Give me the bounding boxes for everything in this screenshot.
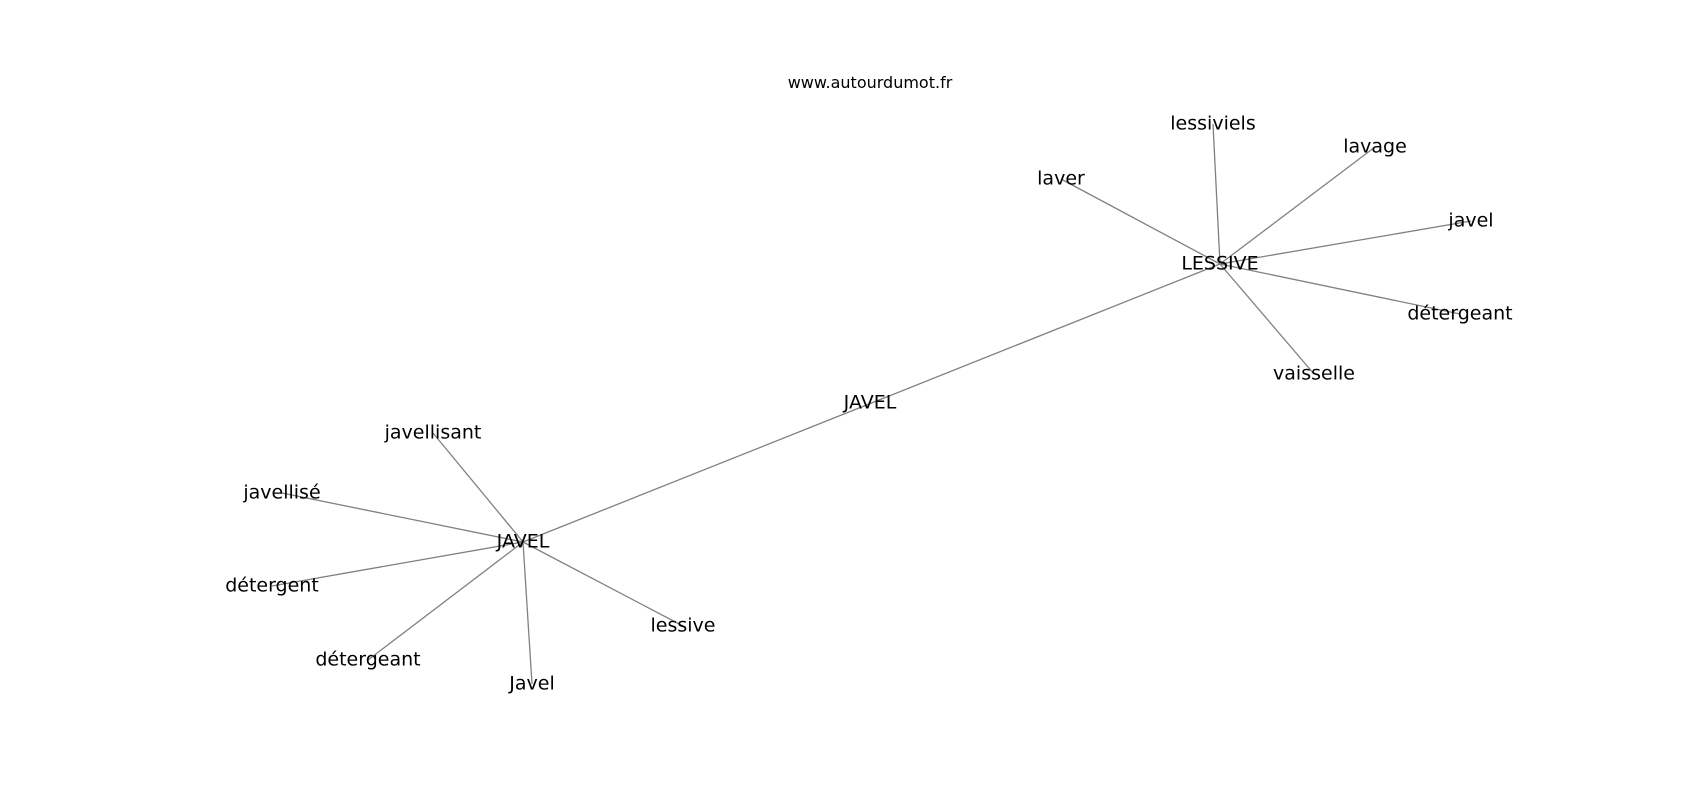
edge-hubL-hubR bbox=[522, 263, 1221, 543]
graph-nodes: JAVEL JAVEL LESSIVE javellisant javellisé dét… bbox=[225, 113, 1512, 695]
edge-hubL-detergeantL bbox=[367, 541, 524, 661]
node-center: JAVEL bbox=[843, 392, 897, 414]
edge-hubL-javellisant bbox=[432, 432, 524, 543]
node-lavage: lavage bbox=[1343, 136, 1407, 158]
node-detergeantL: détergeant bbox=[315, 649, 420, 671]
edge-hubR-lavage bbox=[1219, 146, 1376, 265]
node-hubR: LESSIVE bbox=[1181, 253, 1258, 275]
node-lessiviels: lessiviels bbox=[1170, 113, 1255, 135]
edge-hubR-detergeantR bbox=[1219, 263, 1461, 315]
watermark-url: www.autourdumot.fr bbox=[788, 73, 953, 92]
node-javellise: javellisé bbox=[242, 482, 320, 504]
edge-hubL-lessive bbox=[522, 541, 684, 627]
node-laver: laver bbox=[1037, 168, 1085, 190]
edge-hubL-JavelCap bbox=[522, 541, 533, 685]
edge-hubR-javelLower bbox=[1219, 220, 1472, 265]
edge-hubR-vaisselle bbox=[1219, 263, 1315, 375]
node-hubL: JAVEL bbox=[496, 531, 550, 553]
node-javelLower: javel bbox=[1447, 210, 1493, 232]
node-detergeantR: détergeant bbox=[1407, 303, 1512, 325]
node-detergent: détergent bbox=[225, 575, 319, 597]
edge-hubR-lessiviels bbox=[1212, 123, 1221, 265]
graph-edges bbox=[271, 123, 1472, 685]
edge-hubL-detergent bbox=[271, 541, 524, 587]
node-lessive: lessive bbox=[651, 615, 716, 637]
edge-hubR-laver bbox=[1060, 178, 1221, 265]
node-JavelCap: Javel bbox=[508, 673, 554, 695]
node-vaisselle: vaisselle bbox=[1273, 363, 1355, 385]
edge-hubL-javellise bbox=[281, 492, 524, 543]
node-javellisant: javellisant bbox=[384, 422, 482, 444]
